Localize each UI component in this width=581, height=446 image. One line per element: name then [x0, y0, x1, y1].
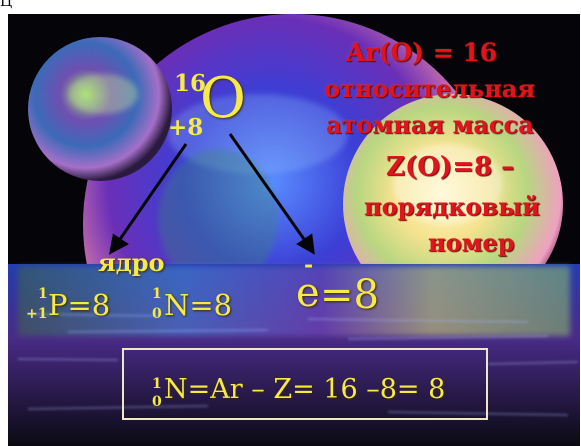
neutron-count: N=8: [164, 288, 233, 322]
proton-mass: 1: [38, 286, 48, 302]
element-symbol: O: [200, 66, 246, 131]
formula-box: [122, 348, 488, 420]
electron-symbol: e: [296, 270, 320, 316]
z-value: Z(O)=8 –: [386, 152, 515, 182]
relative-label-line2: атомная масса: [326, 110, 534, 139]
ordinal-label-line1: порядковый: [364, 192, 540, 221]
formula-mass: 1: [152, 376, 162, 392]
electron-count: =8: [320, 272, 379, 318]
ordinal-label-line2: номер: [428, 228, 515, 257]
nuclear-charge: +8: [168, 114, 204, 141]
mass-number: 16: [174, 70, 207, 97]
formula-text: N=Ar – Z= 16 –8= 8: [164, 374, 446, 405]
corner-label: Ц: [0, 0, 13, 10]
background-art: [8, 14, 580, 446]
proton-charge: +1: [26, 306, 48, 322]
proton-count: P=8: [48, 288, 111, 322]
neutron-charge: 0: [152, 306, 162, 322]
formula-charge: 0: [152, 394, 162, 410]
relative-label-line1: относительная: [324, 74, 536, 103]
neutron-mass: 1: [152, 286, 162, 302]
nucleus-label: ядро: [98, 248, 165, 277]
slide-image: 16 +8 O Ar(O) = 16 относительная атомная…: [8, 14, 580, 446]
electron-bar: -: [304, 252, 314, 278]
ar-value: Ar(O) = 16: [346, 38, 498, 67]
